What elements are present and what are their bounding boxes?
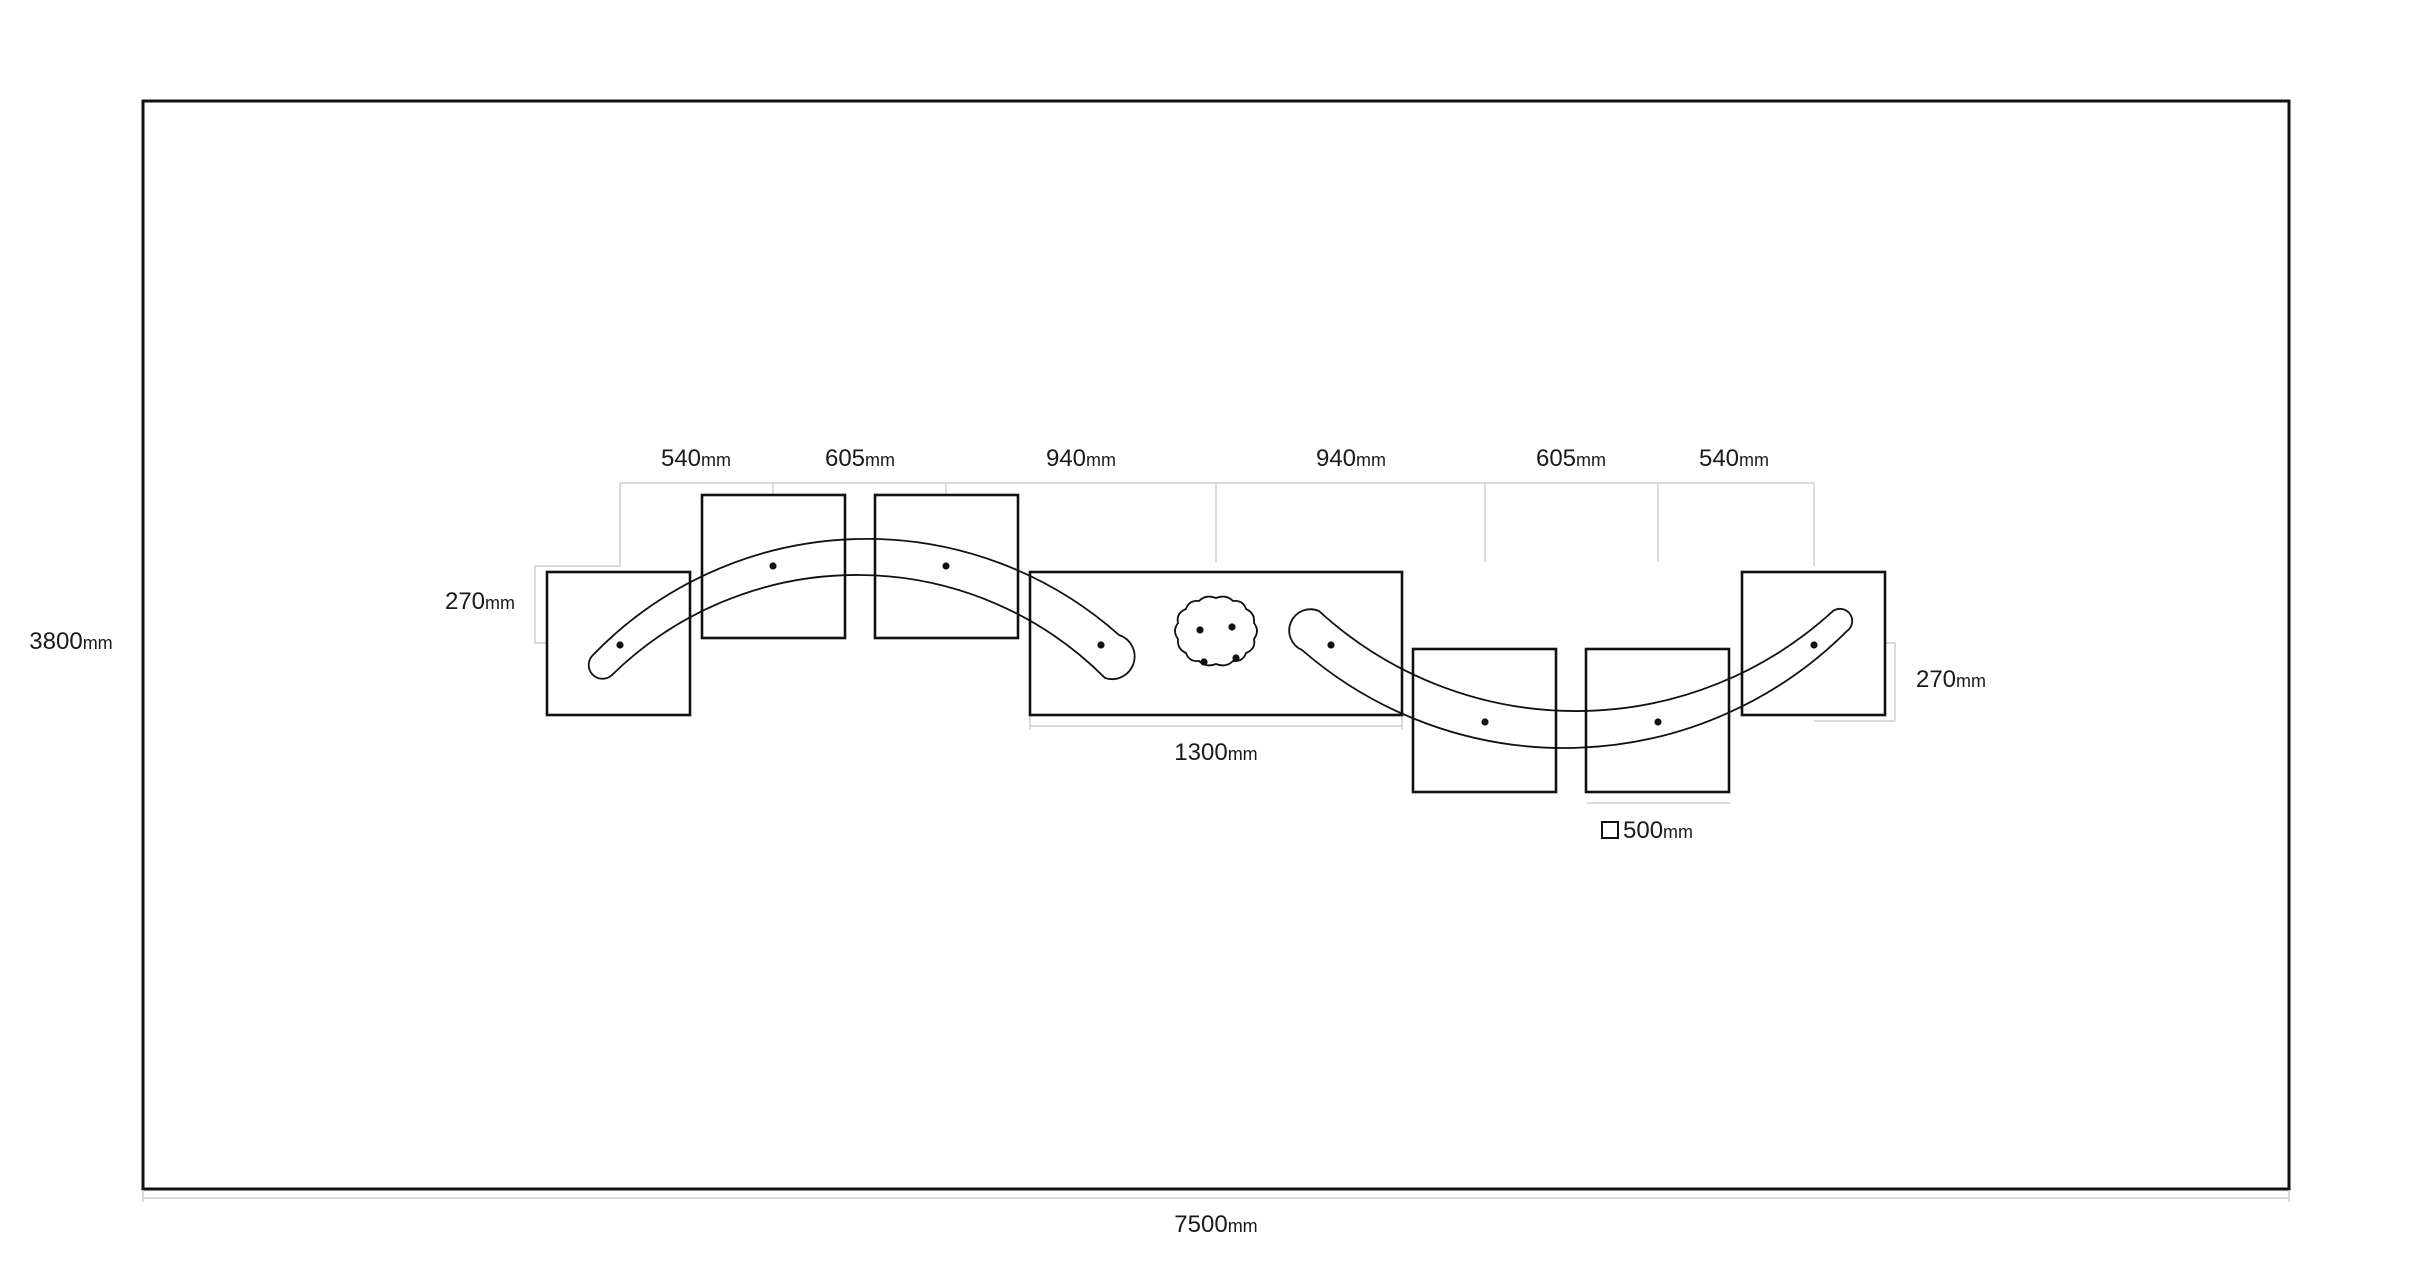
curved-bench-right	[1288, 607, 1854, 749]
fixing-points	[616, 562, 1818, 726]
top-dim-label-4: 940mm	[1316, 445, 1386, 472]
top-dim-label-6: 540mm	[1699, 445, 1769, 472]
top-dimension-chain	[619, 482, 1815, 566]
module-right-3	[1411, 647, 1558, 794]
room-outline	[141, 99, 2291, 1191]
overall-height-label: 3800mm	[29, 628, 112, 655]
curved-bench-left	[587, 538, 1136, 680]
center-table-length-label: 1300mm	[1174, 739, 1257, 766]
module-size-label: 500mm	[1623, 817, 1693, 844]
module-right-end	[1740, 570, 1887, 717]
module-left-3	[873, 493, 1020, 640]
overall-width-label: 7500mm	[1174, 1211, 1257, 1238]
top-dim-label-2: 605mm	[825, 445, 895, 472]
module-left-2	[700, 493, 847, 640]
center-table-dimension-lines	[1029, 716, 1403, 730]
plant-symbol	[1174, 595, 1258, 667]
top-dim-label-3: 940mm	[1046, 445, 1116, 472]
module-right-2	[1584, 647, 1731, 794]
center-table	[1028, 570, 1404, 717]
top-dim-label-1: 540mm	[661, 445, 731, 472]
module-size-square-icon	[1601, 821, 1619, 839]
right-offset-label: 270mm	[1916, 666, 1986, 693]
module-left-end	[545, 570, 692, 717]
right-offset-dimension-lines	[1814, 642, 1896, 722]
left-offset-label: 270mm	[445, 588, 515, 615]
top-dim-label-5: 605mm	[1536, 445, 1606, 472]
